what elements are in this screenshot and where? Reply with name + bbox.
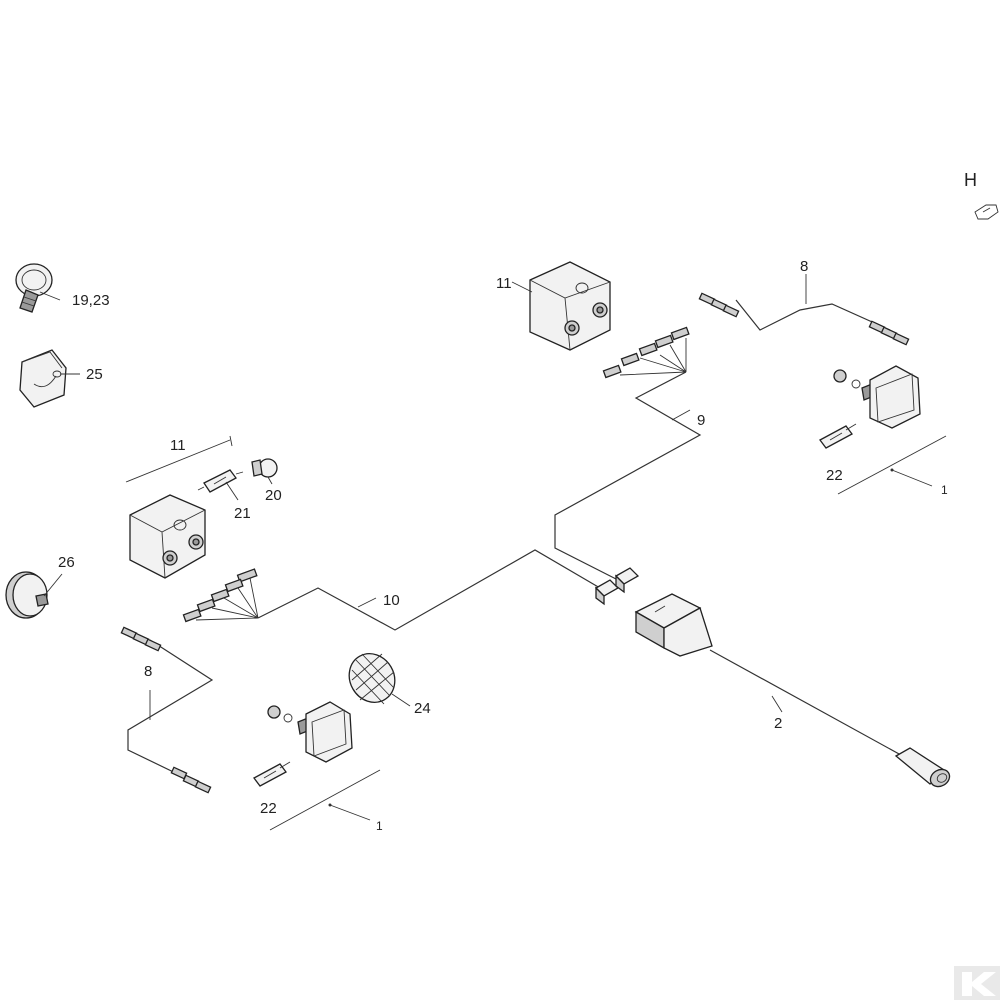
- group-leader-11-left: [125, 439, 231, 483]
- k-brand-logo-icon: [954, 966, 1000, 1000]
- callout-9: 9: [697, 412, 705, 429]
- view-letter: H: [964, 170, 977, 190]
- connector-terminals-right: [602, 326, 690, 379]
- callout-24: 24: [414, 700, 431, 717]
- grille-reflector-24: [348, 653, 411, 707]
- callout-8-right: 8: [800, 258, 808, 275]
- callout-2: 2: [774, 715, 782, 732]
- tail-lamp-right: [833, 365, 921, 429]
- festoon-bulb-22-right: [819, 423, 857, 449]
- callout-26: 26: [58, 554, 75, 571]
- junction-box-left: [129, 494, 206, 579]
- group-leader-1-left: [269, 769, 381, 831]
- connector-terminals-left: [182, 568, 259, 623]
- callout-1-right: 1: [941, 483, 948, 497]
- plug-connectors-junction: [594, 567, 640, 606]
- group-leader-1-right: [837, 435, 947, 495]
- view-indicator: H: [964, 170, 999, 220]
- harness-8-right: [698, 274, 910, 346]
- harness-8-left: [120, 626, 214, 794]
- callout-1-left: 1: [376, 819, 383, 833]
- callout-11-left: 11: [170, 437, 186, 454]
- tail-lamp-left: [267, 701, 353, 763]
- harness-2: [709, 649, 911, 761]
- round-plug-7pin: [894, 747, 951, 788]
- clip-bracket-part: [19, 349, 80, 408]
- callout-10: 10: [383, 592, 400, 609]
- view-direction-arrow-icon: [974, 204, 999, 220]
- callout-11-right: 11: [496, 275, 512, 292]
- callout-20: 20: [265, 487, 282, 504]
- callout-25: 25: [86, 366, 103, 383]
- festoon-bulb-22-left: [253, 761, 291, 787]
- callout-22-left: 22: [260, 800, 277, 817]
- junction-box-right: [511, 261, 611, 351]
- ball-bulb-20: [251, 458, 278, 485]
- callout-8-left: 8: [144, 663, 152, 680]
- harness-10: [257, 549, 601, 631]
- callout-21: 21: [234, 505, 251, 522]
- festoon-bulb-21: [197, 469, 244, 501]
- cable-tie-part: [15, 263, 61, 313]
- round-reflector-part: [5, 571, 63, 619]
- callout-19-23: 19,23: [72, 292, 110, 309]
- main-connector-plug: [634, 593, 713, 657]
- harness-9: [554, 371, 702, 581]
- callout-22-right: 22: [826, 467, 843, 484]
